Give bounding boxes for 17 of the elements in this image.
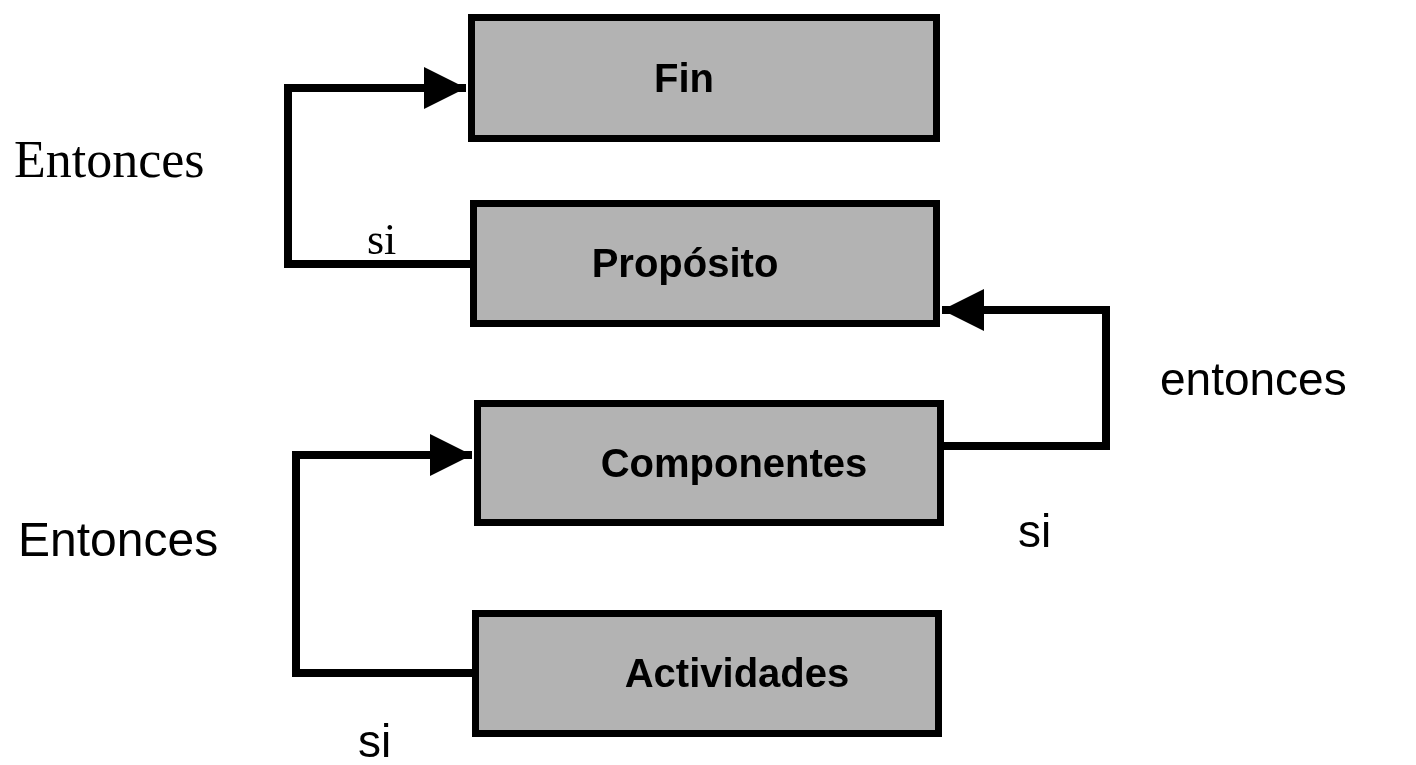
arrow — [942, 289, 1110, 450]
connector-label: si — [358, 718, 392, 764]
arrow — [292, 434, 472, 677]
level-box — [468, 14, 940, 142]
level-box — [470, 200, 940, 327]
connector-label: si — [1018, 508, 1052, 554]
level-box — [474, 400, 944, 526]
connector-label: Entonces — [18, 516, 219, 564]
connector-label: si — [367, 218, 397, 262]
box-title: Fin — [654, 55, 714, 101]
arrow — [284, 67, 470, 268]
box-title: Propósito — [591, 241, 779, 286]
connector-label: Entonces — [14, 134, 205, 186]
level-box — [472, 610, 942, 737]
connector-label: entonces — [1160, 356, 1347, 402]
box-title: Componentes — [600, 440, 868, 486]
box-title: Actividades — [624, 651, 850, 696]
